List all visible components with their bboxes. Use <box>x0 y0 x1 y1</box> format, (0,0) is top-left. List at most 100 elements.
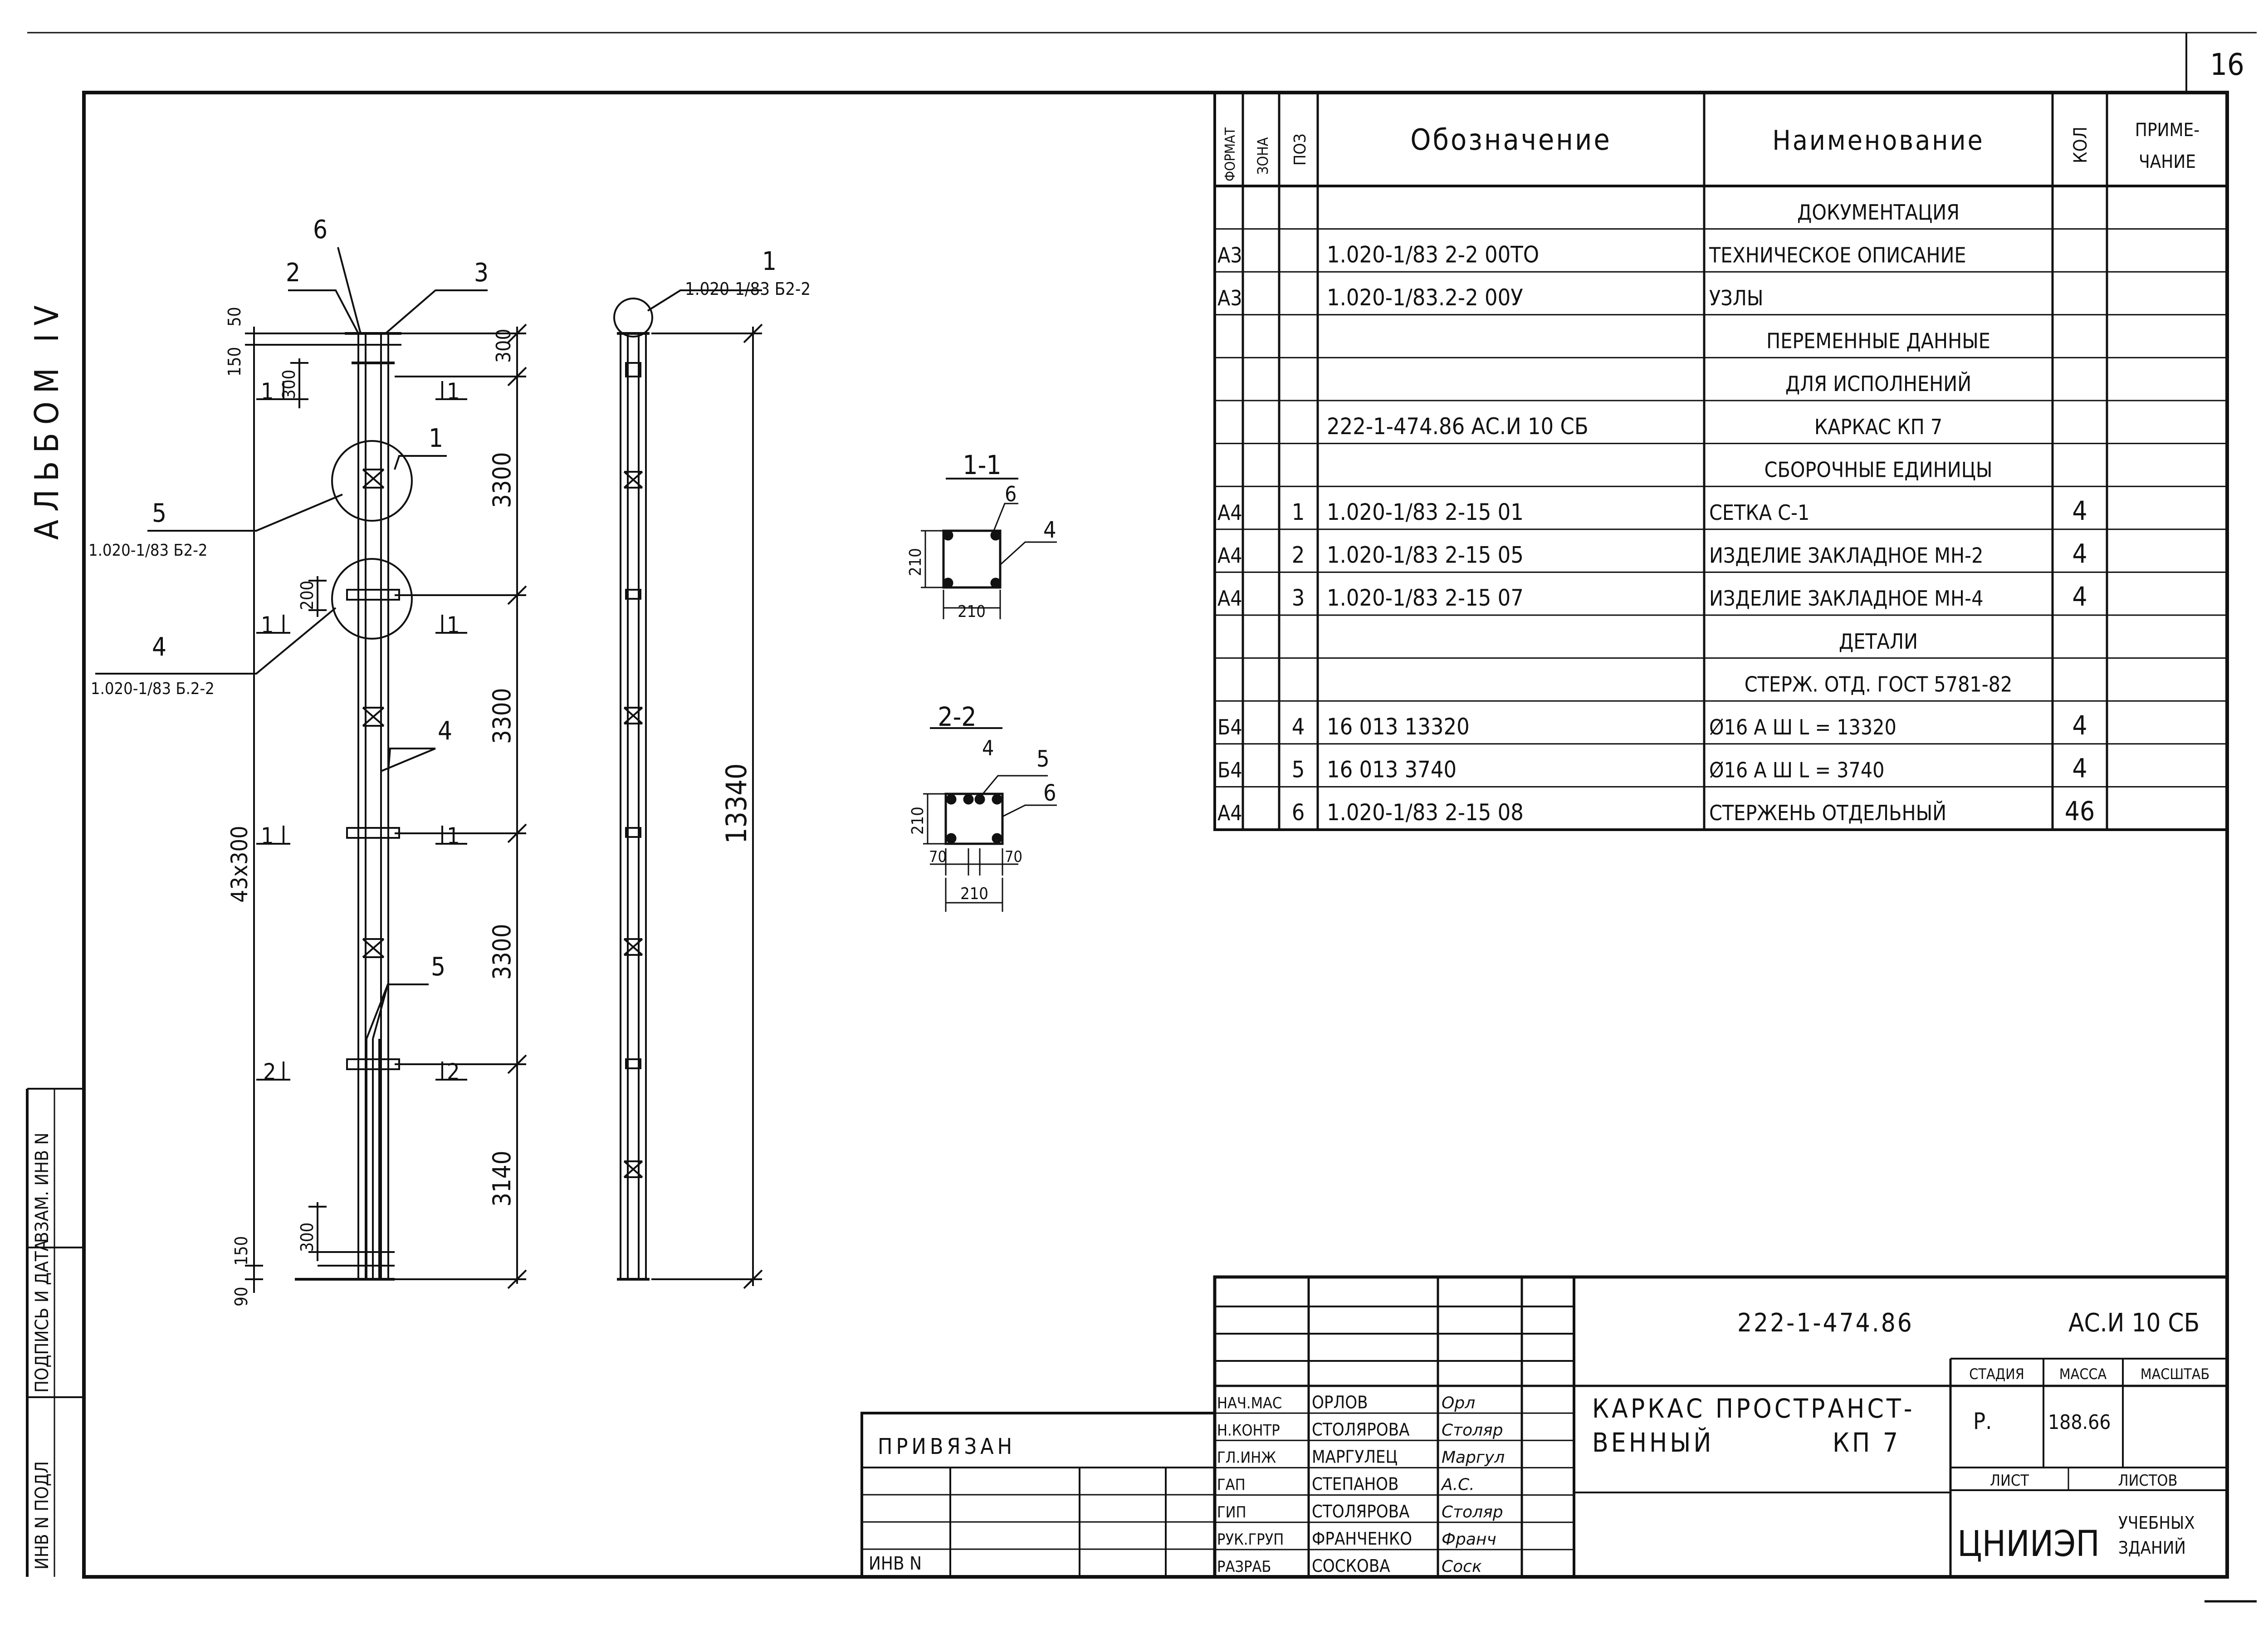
cut-mark-2b: 2 <box>447 1059 460 1085</box>
margin-inv-podl: ИНВ N ПОДЛ <box>32 1461 53 1570</box>
spec-cell-format: Б4 <box>1217 758 1242 783</box>
dim-300-top: 300 <box>279 370 299 399</box>
tb-doc-code: АС.И 10 СБ <box>2068 1308 2200 1338</box>
spec-cell-designation: 16 013 3740 <box>1327 757 1457 783</box>
spec-row: СБОРОЧНЫЕ ЕДИНИЦЫ <box>1765 457 1993 482</box>
spec-cell-pos: 6 <box>1292 799 1305 826</box>
spec-cell-designation: 1.020-1/83.2-2 00У <box>1327 284 1523 311</box>
tb-role-signature: Столяр <box>1442 1421 1503 1439</box>
dim-right-3300-c: 3300 <box>488 924 516 980</box>
tb-role-signature: Столяр <box>1442 1503 1503 1521</box>
spec-cell-designation: 1.020-1/83 2-2 00ТО <box>1327 241 1539 268</box>
section-2-2-width: 210 <box>960 885 988 903</box>
section-1-1-leader-4: 4 <box>1043 517 1056 543</box>
spec-cell-designation: 1.020-1/83 2-15 07 <box>1327 585 1524 611</box>
tb-role-signature: Соск <box>1442 1557 1482 1576</box>
spec-cell-name: ДОКУМЕНТАЦИЯ <box>1797 200 1960 225</box>
spec-cell-designation: 222-1-474.86 АС.И 10 СБ <box>1327 413 1589 440</box>
spec-cell-designation: 1.020-1/83 2-15 05 <box>1327 542 1524 568</box>
tb-role-signature: Франч <box>1442 1530 1496 1549</box>
cut-mark-1d: 1 <box>447 612 460 638</box>
dim-300-bottom: 300 <box>297 1223 317 1252</box>
section-1-1 <box>921 478 1057 619</box>
dim-50: 50 <box>225 307 244 327</box>
section-2-2-gap-right: 70 <box>1005 848 1022 866</box>
spec-cell-name: ДЛЯ ИСПОЛНЕНИЙ <box>1785 372 1971 396</box>
tb-org-sub1: УЧЕБНЫХ <box>2118 1513 2195 1533</box>
dim-90-bottom: 90 <box>231 1287 251 1307</box>
spec-cell-name: ИЗДЕЛИЕ ЗАКЛАДНОЕ МН-2 <box>1709 543 1983 568</box>
tb-role-name: ОРЛОВ <box>1312 1392 1368 1412</box>
spec-cell-qty: 46 <box>2065 796 2095 827</box>
privyazan-inv: ИНВ N <box>869 1553 922 1574</box>
leader-label-4-bars: 4 <box>438 716 452 746</box>
tb-title-line2: ВЕННЫЙ <box>1592 1427 1714 1458</box>
spec-row: ДОКУМЕНТАЦИЯ <box>1797 200 1960 225</box>
spec-header-designation: Обозначение <box>1410 123 1612 157</box>
section-1-1-height: 210 <box>906 548 925 576</box>
section-2-2 <box>923 727 1057 912</box>
title-block-row-lines <box>1215 1412 1574 1551</box>
cut-mark-2a: 2 <box>263 1059 276 1085</box>
cut-mark-1b: 1 <box>447 378 460 405</box>
spec-header-format: ФОРМАТ <box>1222 127 1238 181</box>
section-2-2-gap-left: 70 <box>929 848 947 866</box>
tb-role: ГАП <box>1217 1476 1246 1494</box>
spec-header-zone: ЗОНА <box>1254 137 1271 175</box>
spec-row-lines <box>1215 228 2227 788</box>
tb-title-line1: КАРКАС ПРОСТРАНСТ- <box>1592 1393 1915 1424</box>
spec-cell-name: УЗЛЫ <box>1709 286 1763 310</box>
spec-header-pos: ПОЗ <box>1291 133 1310 166</box>
section-2-2-label-5: 5 <box>1036 746 1050 772</box>
leader-label-1: 1 <box>429 424 443 453</box>
tb-role-name: СТОЛЯРОВА <box>1312 1419 1410 1439</box>
tb-role: НАЧ.МАС <box>1217 1394 1282 1412</box>
detail-ref-4: 1.020-1/83 Б.2-2 <box>91 680 215 698</box>
tb-stage: Р. <box>1973 1408 1992 1434</box>
dim-total-13340: 13340 <box>720 763 753 844</box>
main-elevation <box>95 247 527 1293</box>
dim-43x300: 43х300 <box>226 826 253 903</box>
album-label: АЛЬБОМ IV <box>28 297 66 540</box>
cut-mark-1a: 1 <box>261 378 274 405</box>
spec-cell-name: ДЕТАЛИ <box>1839 629 1918 654</box>
spec-cell-format: Б4 <box>1217 715 1242 739</box>
spec-cell-qty: 4 <box>2072 538 2087 569</box>
tb-role-row: Н.КОНТР СТОЛЯРОВА Столяр <box>1217 1419 1503 1439</box>
leader-label-5-top: 5 <box>152 499 166 528</box>
tb-role-signature: Маргул <box>1442 1448 1505 1467</box>
tb-role-name: ФРАНЧЕНКО <box>1312 1529 1412 1549</box>
spec-grid <box>1213 91 2229 831</box>
tb-mass: 188.66 <box>2048 1411 2111 1434</box>
spec-row: ПЕРЕМЕННЫЕ ДАННЫЕ <box>1766 329 1990 353</box>
spec-cell-format: А3 <box>1217 243 1242 267</box>
spec-cell-format: А4 <box>1217 586 1242 611</box>
spec-cell-designation: 16 013 13320 <box>1327 714 1470 740</box>
tb-role-name: СОСКОВА <box>1312 1556 1390 1576</box>
leader-label-2: 2 <box>286 258 300 288</box>
spec-cell-name: СБОРОЧНЫЕ ЕДИНИЦЫ <box>1765 457 1993 482</box>
dim-150-bottom: 150 <box>231 1236 251 1266</box>
spec-header-note-2: ЧАНИЕ <box>2139 152 2196 172</box>
spec-header-note-1: ПРИМЕ- <box>2135 120 2200 141</box>
section-2-2-label-4: 4 <box>982 736 994 760</box>
spec-cell-name: Ø16 А Ш L = 3740 <box>1709 758 1885 783</box>
dim-right-3300-b: 3300 <box>488 688 516 744</box>
spec-header-qty: КОЛ <box>2070 127 2091 163</box>
tb-role: ГИП <box>1217 1503 1246 1521</box>
spec-cell-pos: 1 <box>1292 499 1305 525</box>
tb-role: РУК.ГРУП <box>1217 1531 1284 1549</box>
tb-code: 222-1-474.86 <box>1737 1308 1914 1338</box>
cut-mark-1f: 1 <box>447 823 460 849</box>
tb-role: ГЛ.ИНЖ <box>1217 1449 1276 1467</box>
tb-role: Н.КОНТР <box>1217 1421 1280 1439</box>
spec-cell-pos: 3 <box>1292 585 1305 611</box>
